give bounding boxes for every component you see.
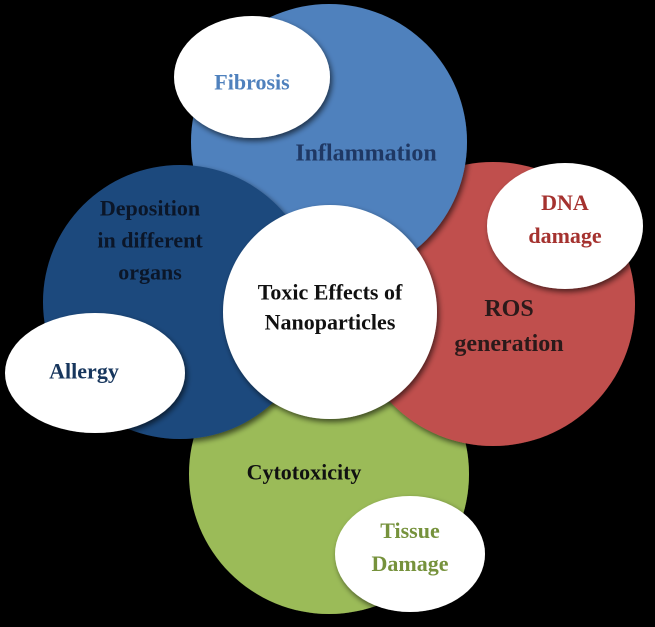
deposition-satellite-label-line-1: Allergy bbox=[49, 359, 119, 384]
inflammation-satellite: Fibrosis bbox=[174, 16, 330, 138]
center-group: Toxic Effects of Nanoparticles bbox=[223, 205, 437, 419]
center-label-line-2: Nanoparticles bbox=[265, 310, 396, 335]
deposition-satellite-oval bbox=[5, 313, 185, 433]
ros-generation-satellite-label-line-2: damage bbox=[528, 223, 602, 248]
ros-generation-label-line-1: ROS bbox=[484, 296, 533, 322]
deposition-label-line-3: organs bbox=[118, 260, 182, 285]
deposition-satellite: Allergy bbox=[5, 313, 185, 433]
inflammation-satellite-label-line-1: Fibrosis bbox=[214, 70, 290, 95]
cytotoxicity-satellite-label-line-1: Tissue bbox=[380, 518, 440, 543]
deposition-label-line-1: Deposition bbox=[100, 196, 200, 221]
ros-generation-satellite-oval bbox=[487, 163, 643, 289]
deposition-label: Deposition in different organs bbox=[97, 196, 203, 285]
cytotoxicity-satellite-label-line-2: Damage bbox=[372, 551, 449, 576]
ros-generation-satellite-label-line-1: DNA bbox=[541, 190, 589, 215]
cytotoxicity-label-line-1: Cytotoxicity bbox=[247, 460, 362, 485]
cytotoxicity-satellite-oval bbox=[335, 496, 485, 612]
cytotoxicity-label: Cytotoxicity bbox=[247, 460, 362, 485]
center-circle bbox=[223, 205, 437, 419]
ros-generation-satellite: DNA damage bbox=[487, 163, 643, 289]
ros-generation-label-line-2: generation bbox=[454, 331, 563, 357]
inflammation-label: Inflammation bbox=[295, 140, 436, 166]
deposition-label-line-2: in different bbox=[97, 228, 203, 253]
inflammation-label-line-1: Inflammation bbox=[295, 140, 436, 166]
center-label-line-1: Toxic Effects of bbox=[258, 280, 403, 305]
ros-generation-label: ROS generation bbox=[454, 296, 563, 357]
inflammation-satellite-oval bbox=[174, 16, 330, 138]
